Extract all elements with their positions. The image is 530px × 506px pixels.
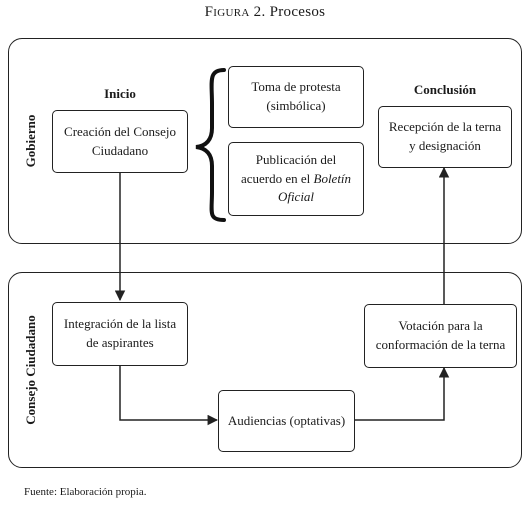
box-audiencias: Audiencias (optativas) xyxy=(218,390,355,452)
box-audiencias-text: Audiencias (optativas) xyxy=(227,412,346,428)
box-recepcion-terna: Recepción de la terna y designación xyxy=(378,106,512,168)
box-creacion-consejo: Creación del Consejo Ciudadano xyxy=(52,110,188,173)
heading-conclusion: Conclusión xyxy=(413,82,477,97)
lane-consejo-ciudadano xyxy=(8,272,522,468)
lane-gobierno xyxy=(8,38,522,244)
box-toma-de-protesta-text: Toma de protesta (simbólica) xyxy=(251,79,341,113)
box-votacion-terna-text: Votación para la conformación de la tern… xyxy=(375,318,506,352)
publicacion-text-regular: Publicación del acuerdo en el xyxy=(240,151,337,186)
figure-title: Figura 2. Procesos xyxy=(0,4,530,21)
source-note: Fuente: Elaboración propia. xyxy=(24,486,147,498)
figure-title-label: Figura 2. xyxy=(204,4,266,20)
box-publicacion-acuerdo-text: Publicación del acuerdo en el Boletín Of… xyxy=(235,151,357,208)
box-recepcion-terna-text: Recepción de la terna y designación xyxy=(388,119,502,153)
heading-inicio: Inicio xyxy=(104,86,136,101)
box-publicacion-acuerdo: Publicación del acuerdo en el Boletín Of… xyxy=(228,142,364,216)
box-creacion-consejo-text: Creación del Consejo Ciudadano xyxy=(64,123,176,158)
arrow-integracion-to-audiencias xyxy=(119,366,219,426)
box-toma-de-protesta: Toma de protesta (simbólica) xyxy=(228,66,364,128)
publicacion-text-italic: Boletín Oficial xyxy=(277,170,352,205)
figure-title-text: Procesos xyxy=(269,4,326,20)
arrow-audiencias-to-votacion xyxy=(355,366,450,421)
curly-brace xyxy=(195,68,226,222)
box-integracion-lista-text: Integración de la lista de aspirantes xyxy=(63,316,177,350)
box-votacion-terna: Votación para la conformación de la tern… xyxy=(364,304,517,368)
box-integracion-lista: Integración de la lista de aspirantes xyxy=(52,302,188,366)
